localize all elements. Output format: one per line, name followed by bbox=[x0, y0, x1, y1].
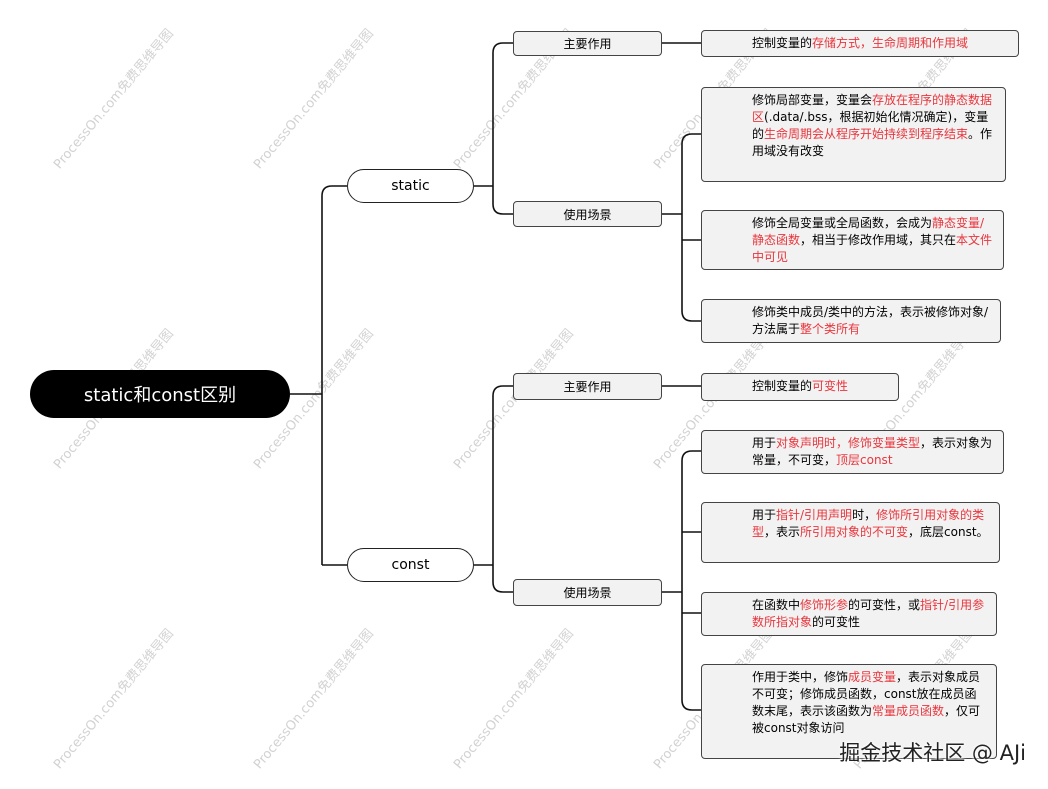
highlight-text: 指针/引用声明 bbox=[776, 508, 853, 522]
static-main-role-label: 主要作用 bbox=[563, 37, 612, 51]
body-text: 修饰全局变量或全局函数，会成为 bbox=[752, 216, 933, 230]
static-usage-label: 使用场景 bbox=[563, 207, 612, 222]
highlight-text: 整个类所有 bbox=[800, 322, 861, 336]
highlight-text: 修饰形参 bbox=[800, 598, 849, 612]
body-text: ，底层const。 bbox=[908, 525, 989, 539]
static-main-role-desc[interactable]: 控制变量的存储方式，生命周期和作用域 bbox=[701, 30, 1019, 57]
body-text: 作用于类中，修饰 bbox=[752, 670, 849, 684]
static-usage-item-1[interactable]: 修饰局部变量，变量会存放在程序的静态数据区(.data/.bss，根据初始化情况… bbox=[701, 87, 1006, 182]
highlight-text: 常量成员函数 bbox=[872, 704, 945, 718]
highlight-text: 顶层const bbox=[836, 453, 893, 467]
highlight-text: 静态变量/静态函数 bbox=[752, 216, 985, 247]
const-topic[interactable]: const bbox=[347, 548, 474, 582]
body-text: 的可变性 bbox=[812, 615, 861, 629]
const-usage-node[interactable]: 使用场景 bbox=[513, 579, 662, 606]
static-usage-node[interactable]: 使用场景 bbox=[513, 201, 662, 227]
highlight-text: 本文件中可见 bbox=[752, 233, 993, 264]
const-main-role-label: 主要作用 bbox=[563, 380, 612, 394]
const-topic-label: const bbox=[391, 557, 430, 573]
highlight-text: 存放在程序的静态数据区 bbox=[752, 93, 993, 124]
body-text: (.data/.bss，根据初始化情况确定)，变量的 bbox=[752, 110, 989, 141]
highlight-text: 存储方式，生命周期和作用域 bbox=[812, 36, 969, 50]
body-text: ，表示对象成员不可变；修饰成员函数，const放在成员函数末尾，表示该函数为 bbox=[752, 670, 981, 718]
highlight-text: 生命周期会从程序开始持续到程序结束 bbox=[764, 127, 969, 141]
body-text: 控制变量的 bbox=[752, 379, 813, 393]
body-text: 。作用域没有改变 bbox=[752, 127, 993, 158]
const-usage-label: 使用场景 bbox=[563, 586, 612, 600]
static-topic[interactable]: static bbox=[347, 169, 474, 203]
const-usage-item-3[interactable]: 在函数中修饰形参的可变性，或指针/引用参数所指对象的可变性 bbox=[701, 592, 997, 636]
body-text: 时， bbox=[852, 508, 877, 522]
body-text: ，表示 bbox=[764, 525, 801, 539]
root-label: static和const区别 bbox=[83, 385, 237, 406]
static-usage-item-2[interactable]: 修饰全局变量或全局函数，会成为静态变量/静态函数，相当于修改作用域，其只在本文件… bbox=[701, 210, 1004, 270]
const-main-role-node[interactable]: 主要作用 bbox=[513, 373, 662, 400]
body-text: ，相当于修改作用域，其只在 bbox=[800, 233, 957, 247]
body-text: 的可变性，或 bbox=[848, 598, 921, 612]
const-usage-item-1[interactable]: 用于对象声明时，修饰变量类型，表示对象为常量，不可变，顶层const bbox=[701, 430, 1004, 474]
body-text: ，仅可被const对象访问 bbox=[752, 704, 981, 735]
body-text: ，表示对象为常量，不可变， bbox=[752, 436, 993, 467]
body-text: 在函数中 bbox=[752, 598, 801, 612]
highlight-text: 所引用对象的不可变 bbox=[800, 525, 909, 539]
static-main-role-node[interactable]: 主要作用 bbox=[513, 31, 662, 56]
root-node[interactable]: static和const区别 bbox=[30, 370, 290, 418]
body-text: 控制变量的 bbox=[752, 36, 813, 50]
highlight-text: 指针/引用参数所指对象 bbox=[752, 598, 985, 629]
body-text: 用于 bbox=[752, 436, 777, 450]
highlight-text: 可变性 bbox=[812, 379, 849, 393]
const-usage-item-2[interactable]: 用于指针/引用声明时，修饰所引用对象的类型，表示所引用对象的不可变，底层cons… bbox=[701, 502, 1000, 563]
body-text: 修饰局部变量，变量会 bbox=[752, 93, 873, 107]
body-text: 用于 bbox=[752, 508, 777, 522]
static-usage-item-3[interactable]: 修饰类中成员/类中的方法，表示被修饰对象/方法属于整个类所有 bbox=[701, 299, 1001, 343]
static-topic-label: static bbox=[391, 178, 430, 194]
body-text: 修饰类中成员/类中的方法，表示被修饰对象/方法属于 bbox=[752, 305, 989, 336]
highlight-text: 修饰所引用对象的类型 bbox=[752, 508, 985, 539]
footer-credit: 掘金技术社区 @ AJi bbox=[839, 741, 1026, 765]
highlight-text: 对象声明时，修饰变量类型 bbox=[776, 436, 921, 450]
highlight-text: 成员变量 bbox=[848, 670, 897, 684]
const-usage-item-4[interactable]: 作用于类中，修饰成员变量，表示对象成员不可变；修饰成员函数，const放在成员函… bbox=[701, 664, 997, 759]
const-main-role-desc[interactable]: 控制变量的可变性 bbox=[701, 373, 899, 401]
